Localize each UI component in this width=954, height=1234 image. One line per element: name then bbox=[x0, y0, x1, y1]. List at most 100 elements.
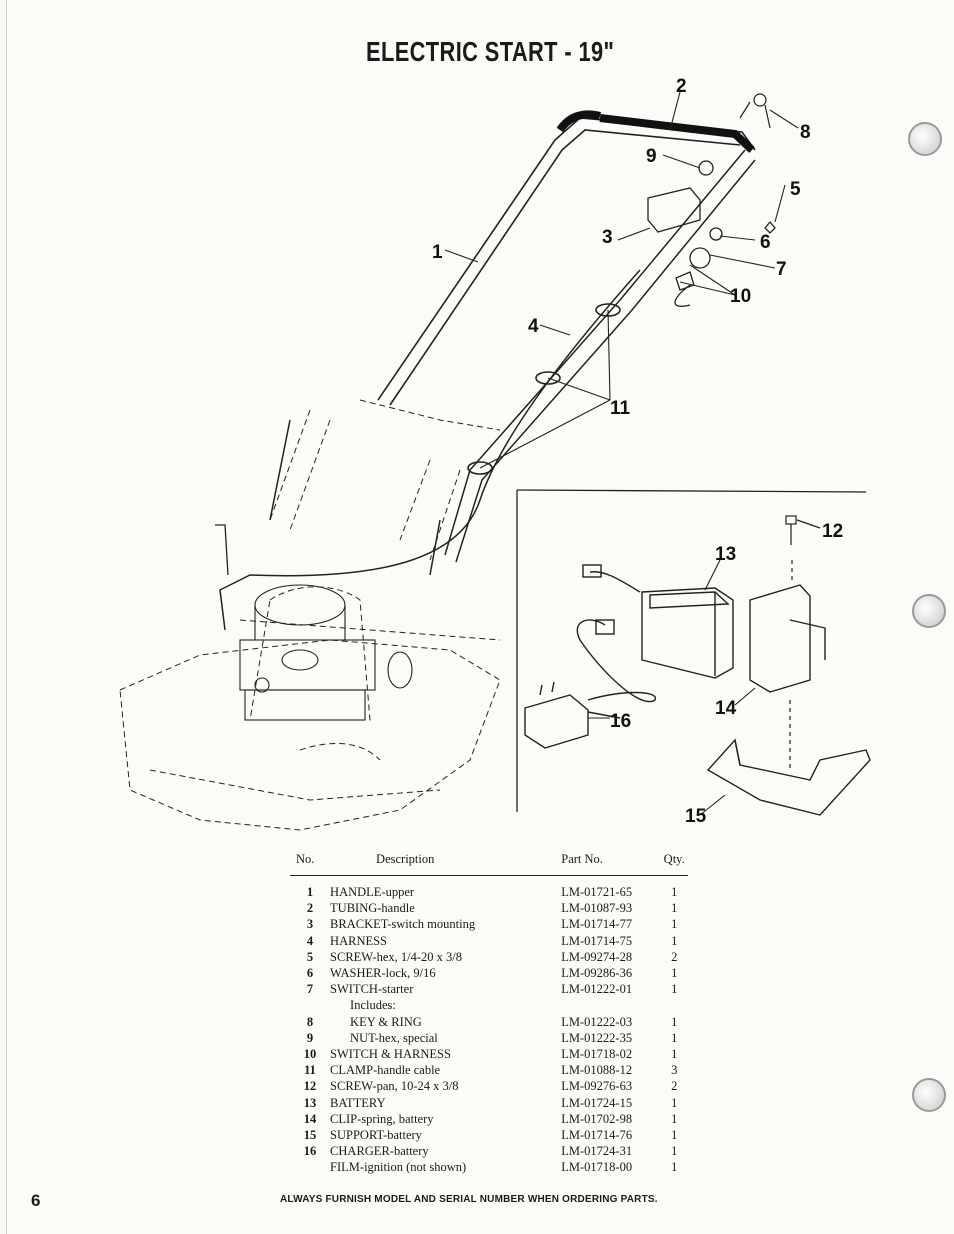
cell-no: 7 bbox=[306, 982, 314, 997]
header-no: No. bbox=[290, 852, 331, 876]
cell-part-no: LM-01222-01 bbox=[561, 982, 633, 997]
cell-description: CHARGER-battery bbox=[330, 1144, 429, 1159]
callout-13: 13 bbox=[715, 544, 736, 565]
inset-frame bbox=[516, 489, 867, 812]
cell-qty: 1 bbox=[671, 1030, 678, 1045]
cell-description: HARNESS bbox=[330, 933, 388, 948]
charger-drawing bbox=[524, 619, 656, 749]
header-description: Description bbox=[330, 852, 562, 876]
cell-no: 2 bbox=[306, 901, 314, 916]
cell-no: 15 bbox=[303, 1128, 317, 1143]
cell-description: TUBING-handle bbox=[330, 901, 415, 916]
cell-no: 14 bbox=[303, 1111, 317, 1126]
engine-drawing bbox=[239, 584, 413, 721]
cell-qty: 1 bbox=[671, 1047, 678, 1062]
cell-qty bbox=[660, 997, 688, 1013]
cell-part-no: LM-01718-00 bbox=[561, 1160, 633, 1175]
cell-part-no: LM-01702-98 bbox=[561, 1111, 633, 1126]
harness-cable-drawing bbox=[219, 269, 641, 631]
callout-16: 16 bbox=[610, 711, 631, 732]
cell-qty: 1 bbox=[671, 982, 678, 997]
cell-part-no: LM-01088-12 bbox=[561, 1063, 633, 1078]
switch-bracket-drawing bbox=[647, 160, 776, 307]
cell-qty: 1 bbox=[671, 1144, 678, 1159]
callout-10: 10 bbox=[730, 286, 751, 307]
callout-4: 4 bbox=[528, 316, 539, 337]
cell-no: 3 bbox=[306, 917, 314, 932]
binder-hole-bottom bbox=[912, 1078, 946, 1112]
cell-qty: 1 bbox=[671, 933, 678, 948]
callout-2: 2 bbox=[676, 76, 687, 97]
binder-hole-top bbox=[908, 122, 942, 156]
cell-part-no: LM-09286-36 bbox=[561, 966, 633, 981]
cell-qty: 1 bbox=[671, 917, 678, 932]
inset-callout-leaders bbox=[588, 559, 756, 816]
cell-qty: 1 bbox=[671, 885, 678, 899]
table-row: 13 BATTERY LM-01724-15 1 bbox=[290, 1095, 688, 1111]
cell-description: HANDLE-upper bbox=[330, 885, 415, 899]
page-title: ELECTRIC START - 19" bbox=[366, 36, 615, 67]
cell-qty: 3 bbox=[671, 1063, 678, 1078]
cell-qty: 1 bbox=[671, 966, 678, 981]
page-edge-line bbox=[6, 0, 7, 1234]
cell-no: 12 bbox=[303, 1079, 317, 1094]
callout-1: 1 bbox=[432, 242, 443, 263]
parts-list-table: No. Description Part No. Qty. 1 HANDLE-up… bbox=[290, 852, 688, 1176]
cell-no: 9 bbox=[306, 1030, 314, 1045]
cell-description: CLAMP-handle cable bbox=[330, 1063, 441, 1078]
cell-qty: 1 bbox=[671, 1095, 678, 1110]
cell-description: Includes: bbox=[350, 998, 396, 1013]
exploded-parts-diagram: 1 2 3 4 5 6 7 8 9 10 11 12 13 14 15 16 bbox=[119, 76, 871, 831]
cell-qty: 1 bbox=[671, 1111, 678, 1126]
battery-clip-drawing bbox=[749, 584, 826, 693]
cell-no: 13 bbox=[303, 1095, 317, 1110]
cell-part-no: LM-09274-28 bbox=[561, 949, 633, 964]
cell-part-no: LM-09276-63 bbox=[561, 1079, 633, 1094]
mower-deck-drawing bbox=[119, 399, 501, 831]
callout-7: 7 bbox=[776, 259, 787, 280]
table-header-row: No. Description Part No. Qty. bbox=[290, 852, 688, 876]
cell-part-no: LM-01724-15 bbox=[561, 1095, 633, 1110]
callout-12: 12 bbox=[822, 521, 843, 542]
cell-description: BATTERY bbox=[330, 1095, 386, 1110]
cell-part-no: LM-01222-35 bbox=[561, 1030, 633, 1045]
handle-lower-drawing bbox=[269, 149, 756, 576]
callout-15: 15 bbox=[685, 806, 707, 827]
cell-description: SUPPORT-battery bbox=[330, 1128, 422, 1143]
cell-part-no: LM-01721-65 bbox=[561, 885, 633, 899]
cell-qty: 1 bbox=[671, 1014, 678, 1029]
cell-part-no: LM-01714-75 bbox=[561, 933, 633, 948]
cell-description: NUT-hex, special bbox=[350, 1030, 438, 1045]
cable-clamps-drawing bbox=[467, 303, 621, 475]
cell-no: 1 bbox=[306, 885, 314, 899]
cell-qty: 1 bbox=[671, 1128, 678, 1143]
cell-no: 8 bbox=[306, 1014, 314, 1029]
battery-drawing bbox=[582, 564, 734, 679]
cell-description: BRACKET-switch mounting bbox=[330, 917, 476, 932]
cell-part-no: LM-01724-31 bbox=[561, 1144, 633, 1159]
cell-description: WASHER-lock, 9/16 bbox=[330, 966, 436, 981]
page-number: 6 bbox=[31, 1191, 41, 1210]
header-part-no: Part No. bbox=[561, 852, 661, 876]
cell-qty: 2 bbox=[671, 949, 678, 964]
cell-part-no bbox=[561, 997, 660, 1013]
key-ring-drawing bbox=[739, 93, 771, 129]
cell-part-no: LM-01718-02 bbox=[561, 1047, 633, 1062]
cell-qty: 1 bbox=[671, 901, 678, 916]
callout-9: 9 bbox=[646, 146, 657, 167]
cell-description: SWITCH & HARNESS bbox=[330, 1047, 451, 1062]
cell-no: 4 bbox=[306, 933, 314, 948]
cell-no: 5 bbox=[306, 949, 314, 964]
cell-no: 11 bbox=[304, 1063, 316, 1078]
